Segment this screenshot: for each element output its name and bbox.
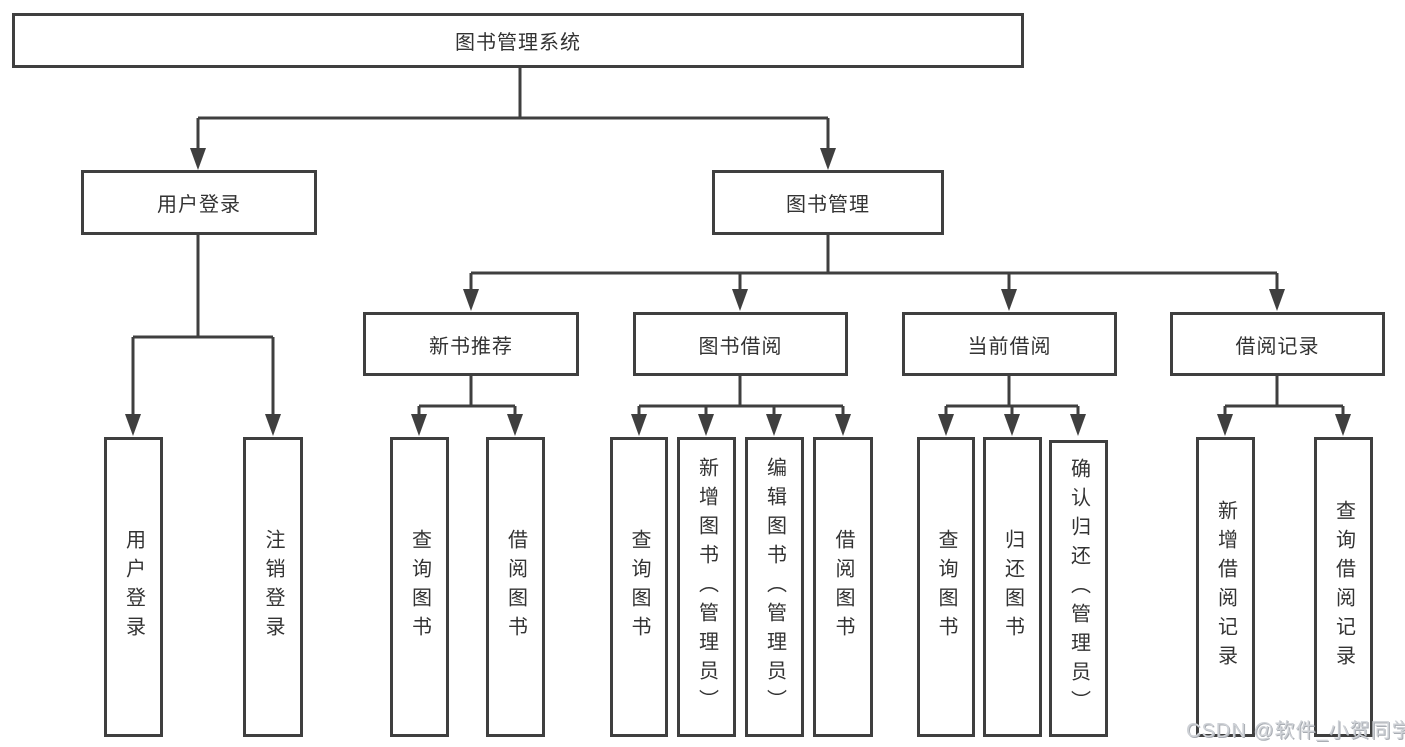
node-label: 当前借阅 xyxy=(967,335,1052,358)
node-book-management: 图书管理 xyxy=(712,170,944,235)
leaf-logout: 注销登录 xyxy=(243,437,303,737)
node-borrowing-records: 借阅记录 xyxy=(1170,312,1385,376)
node-label: 借阅记录 xyxy=(1235,335,1320,358)
leaf-borrow-books: 借阅图书 xyxy=(486,437,545,737)
node-label: 新增借阅记录 xyxy=(1214,500,1237,674)
node-label: 查询借阅记录 xyxy=(1332,500,1355,674)
leaf-query-borrow-record: 查询借阅记录 xyxy=(1314,437,1373,737)
node-label: 用户登录 xyxy=(122,529,145,645)
node-label: 编辑图书（管理员） xyxy=(763,456,786,718)
leaf-add-borrow-record: 新增借阅记录 xyxy=(1196,437,1255,737)
node-label: 注销登录 xyxy=(262,529,284,645)
node-book-borrowing: 图书借阅 xyxy=(633,312,848,376)
node-label: 查询图书 xyxy=(628,529,650,645)
node-label: 图书管理系统 xyxy=(455,32,581,54)
leaf-add-books-admin: 新增图书（管理员） xyxy=(677,437,736,737)
node-label: 新增图书（管理员） xyxy=(695,456,718,718)
leaf-query-books: 查询图书 xyxy=(390,437,449,737)
node-label: 归还图书 xyxy=(1001,529,1024,645)
node-user-login-group: 用户登录 xyxy=(81,170,317,235)
leaf-confirm-return-admin: 确认归还（管理员） xyxy=(1049,440,1108,737)
node-label: 查询图书 xyxy=(408,529,431,645)
node-label: 借阅图书 xyxy=(504,529,527,645)
node-label: 图书借阅 xyxy=(698,335,783,358)
node-label: 借阅图书 xyxy=(832,529,854,645)
arrowheads xyxy=(125,148,1351,436)
csdn-watermark: CSDN @软件_小贺同学 xyxy=(1186,720,1405,742)
node-label: 图书管理 xyxy=(786,194,870,216)
leaf-user-login: 用户登录 xyxy=(104,437,163,737)
leaf-borrow-books: 借阅图书 xyxy=(813,437,873,737)
leaf-query-books: 查询图书 xyxy=(917,437,975,737)
node-new-book-recommend: 新书推荐 xyxy=(363,312,579,376)
node-label: 查询图书 xyxy=(935,529,957,645)
leaf-return-books: 归还图书 xyxy=(983,437,1042,737)
node-label: 用户登录 xyxy=(157,194,241,216)
node-label: 确认归还（管理员） xyxy=(1067,458,1090,719)
leaf-edit-books-admin: 编辑图书（管理员） xyxy=(745,437,804,737)
node-library-management-system: 图书管理系统 xyxy=(12,13,1024,68)
node-label: 新书推荐 xyxy=(429,335,513,358)
node-current-borrowing: 当前借阅 xyxy=(902,312,1117,376)
leaf-query-books: 查询图书 xyxy=(610,437,668,737)
